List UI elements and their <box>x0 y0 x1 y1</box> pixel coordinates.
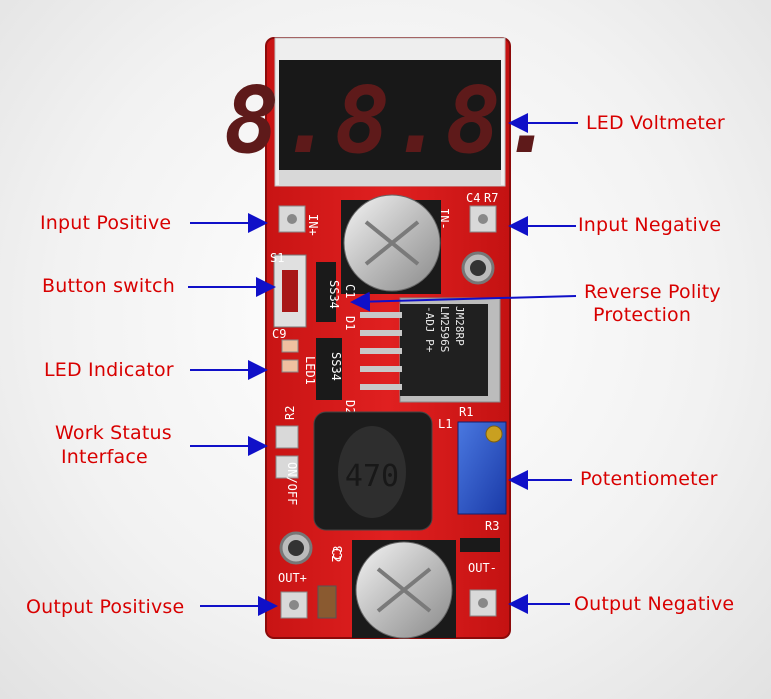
svg-text:SS34: SS34 <box>329 352 343 381</box>
label-led-indicator: LED Indicator <box>44 359 174 381</box>
svg-text:R2: R2 <box>283 406 297 420</box>
svg-text:-ADJ P+: -ADJ P+ <box>423 306 436 353</box>
diode-d2: SS34 <box>316 338 343 400</box>
label-reverse-polity-1: Reverse Polity <box>584 281 721 303</box>
label-button-switch: Button switch <box>42 275 175 297</box>
svg-text:470: 470 <box>345 459 399 494</box>
label-output-negative: Output Negative <box>574 593 735 615</box>
button-switch <box>273 254 307 328</box>
label-input-negative: Input Negative <box>578 214 722 236</box>
svg-text:JM28RP: JM28RP <box>453 306 466 346</box>
input-negative-pad <box>469 205 497 233</box>
svg-text:R1: R1 <box>459 405 473 419</box>
svg-text:C9: C9 <box>272 327 286 341</box>
label-reverse-polity-2: Protection <box>593 304 692 326</box>
svg-text:LED1: LED1 <box>303 356 317 385</box>
led-indicator <box>281 339 299 373</box>
svg-text:SS34: SS34 <box>327 280 341 309</box>
label-work-status-2: Interface <box>61 446 148 468</box>
svg-text:R3: R3 <box>485 519 499 533</box>
svg-text:C3: C3 <box>331 546 345 560</box>
svg-text:C4: C4 <box>466 191 480 205</box>
svg-text:L1: L1 <box>438 417 452 431</box>
potentiometer-part <box>457 421 507 515</box>
svg-text:ON/OFF: ON/OFF <box>285 462 299 505</box>
input-capacitor <box>341 194 441 294</box>
label-work-status-1: Work Status <box>55 422 172 444</box>
svg-text:IN+: IN+ <box>306 214 320 236</box>
output-capacitor <box>352 540 456 639</box>
label-potentiometer: Potentiometer <box>580 468 718 490</box>
svg-text:S1: S1 <box>270 251 284 265</box>
inductor: 470 <box>313 411 433 531</box>
arrow-reverse-polity <box>350 291 577 312</box>
svg-text:OUT-: OUT- <box>468 561 497 575</box>
svg-text:R7: R7 <box>484 191 498 205</box>
svg-text:C2: C2 <box>329 548 343 562</box>
svg-text:D2: D2 <box>343 400 357 414</box>
display-digits: 8.8.8. <box>224 67 556 174</box>
svg-text:OUT+: OUT+ <box>278 571 307 585</box>
label-output-positive: Output Positivse <box>26 596 185 618</box>
svg-text:LM2596S: LM2596S <box>438 306 451 352</box>
work-status-pads <box>275 425 299 479</box>
svg-text:D1: D1 <box>343 316 357 330</box>
diode-d1: SS34 <box>316 262 341 322</box>
led-display: 8.8.8. <box>224 37 556 187</box>
label-led-voltmeter: LED Voltmeter <box>586 112 725 134</box>
label-input-positive: Input Positive <box>40 212 172 234</box>
lm2596-chip: JM28RP LM2596S -ADJ P+ <box>360 297 501 403</box>
